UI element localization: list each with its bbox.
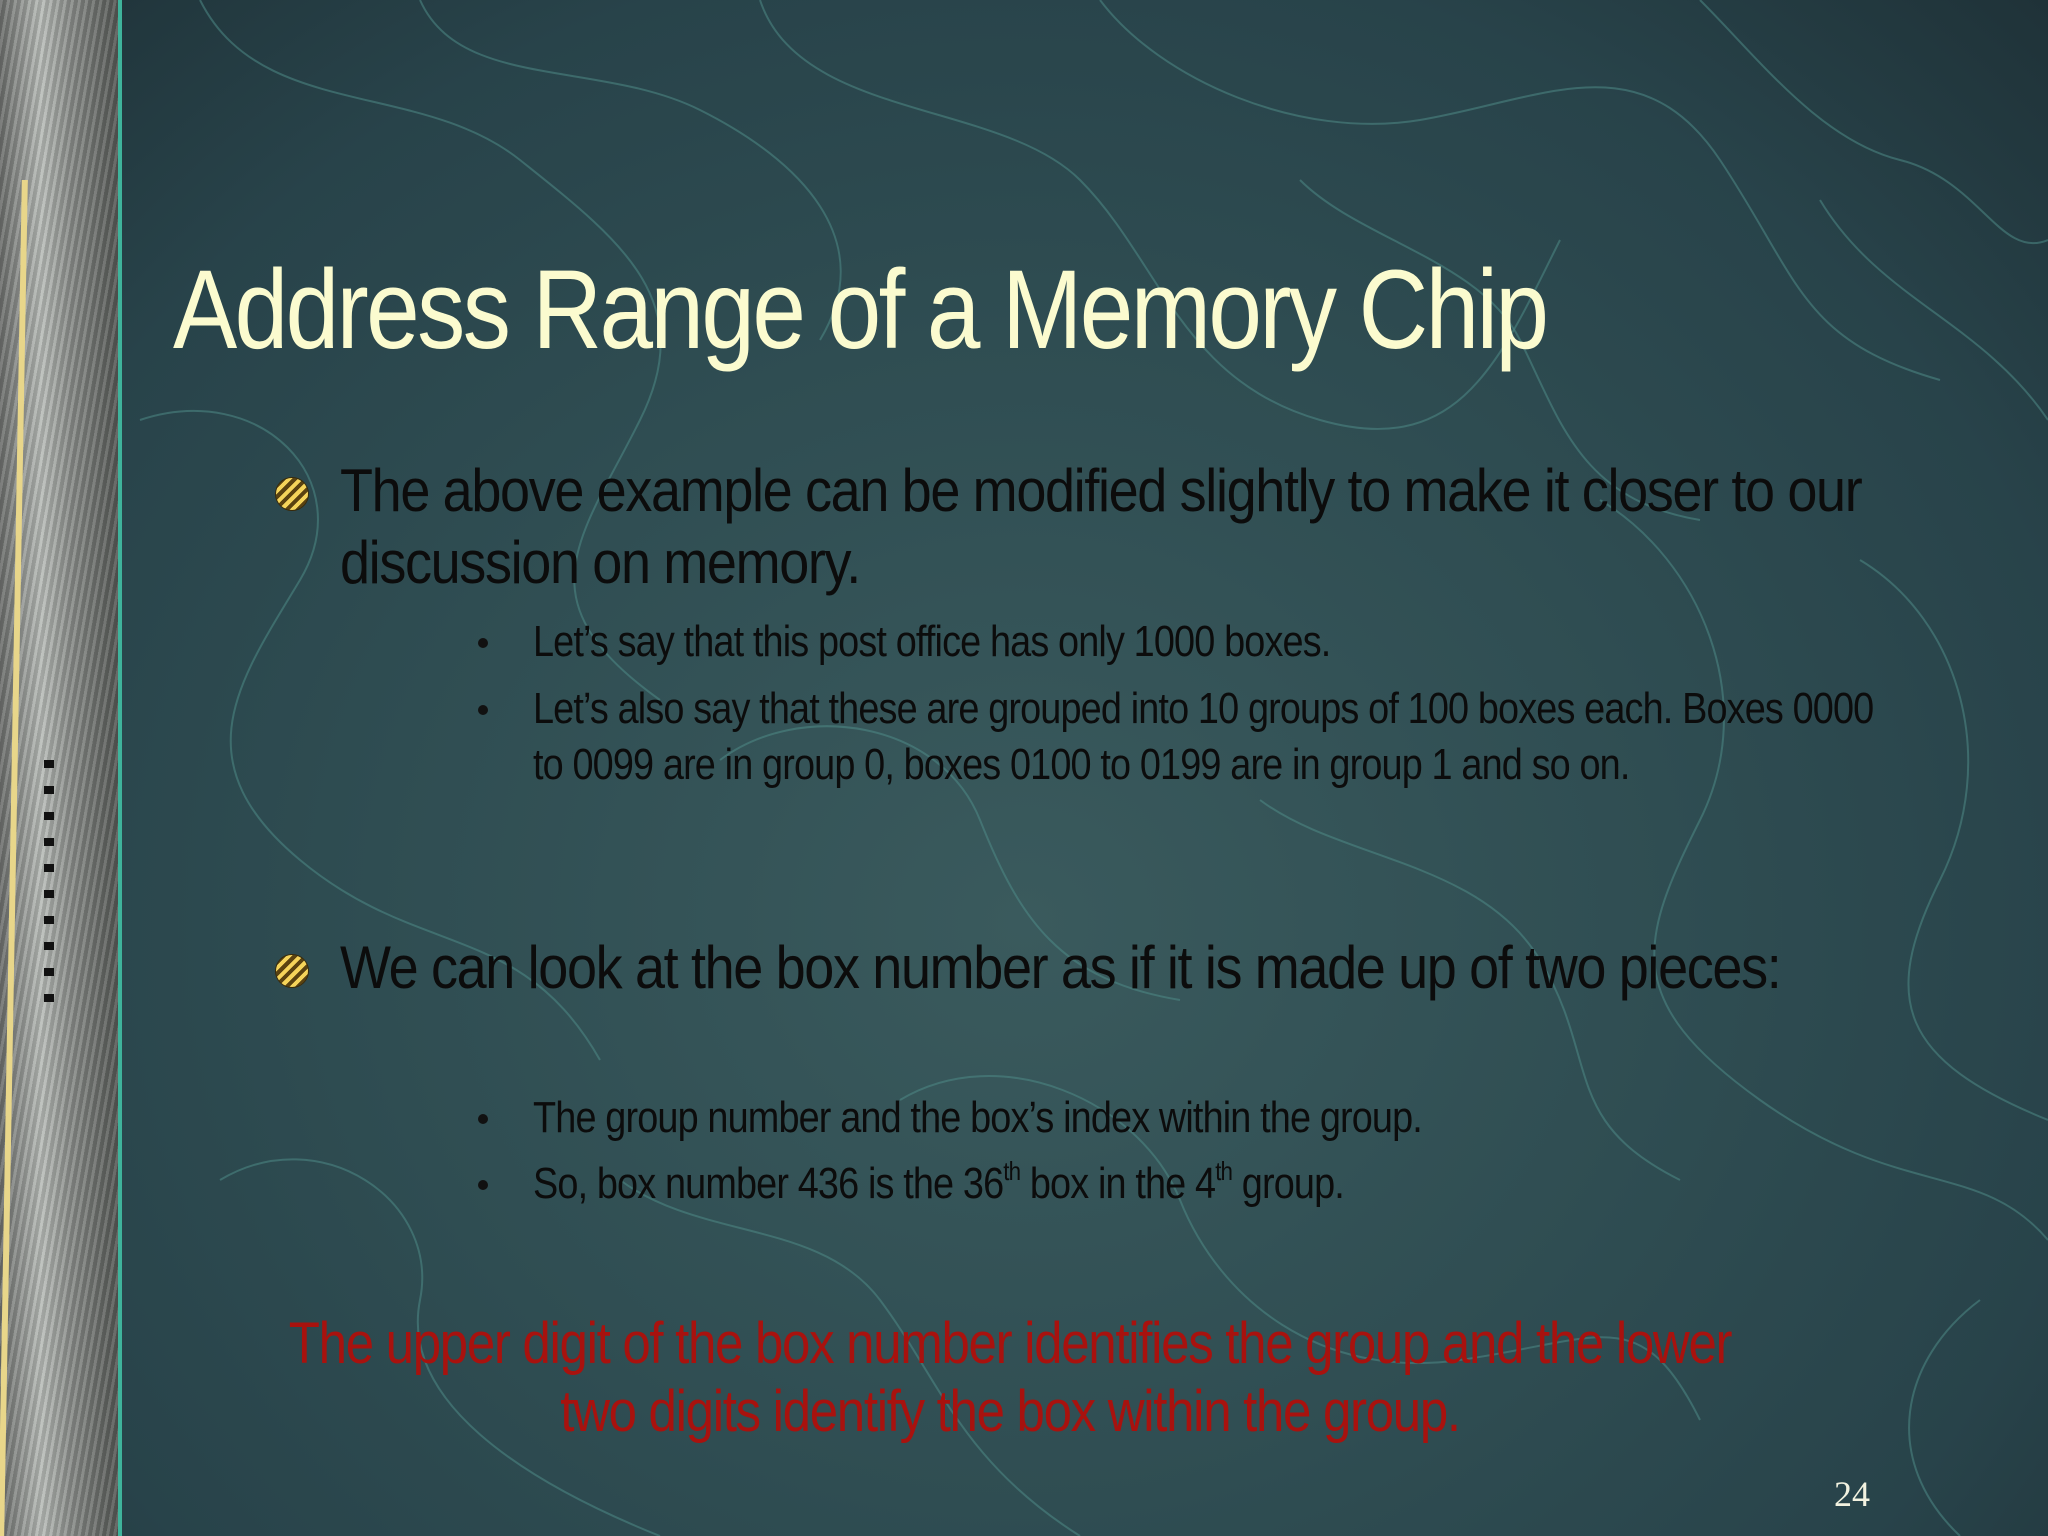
sub-bullet-2-2-text: So, box number 436 is the 36th box in th… xyxy=(533,1156,1880,1212)
sub-bullet-1-2-text: Let’s also say that these are grouped in… xyxy=(533,684,1874,789)
bullet-1: The above example can be modified slight… xyxy=(340,455,1880,599)
bullet-2-text: We can look at the box number as if it i… xyxy=(340,934,1782,1001)
slide-title: Address Range of a Memory Chip xyxy=(173,247,1549,372)
bullet-icon xyxy=(276,478,308,510)
highlight-statement: The upper digit of the box number identi… xyxy=(150,1310,1870,1446)
sub-bullet-2-2-part3: group. xyxy=(1232,1159,1345,1208)
sub-bullet-2-2-part1: So, box number 436 is the 36 xyxy=(533,1159,1004,1208)
page-number: 24 xyxy=(1834,1474,1870,1514)
left-map-strip xyxy=(0,0,122,1536)
bullet-1-text: The above example can be modified slight… xyxy=(340,457,1863,596)
sub-bullet-2-2-part2: box in the 4 xyxy=(1020,1159,1216,1208)
sub-bullet-dot xyxy=(478,1114,488,1124)
bullet-2: We can look at the box number as if it i… xyxy=(340,932,1880,1004)
ordinal-suffix: th xyxy=(1215,1156,1233,1186)
sub-bullet-dot xyxy=(478,1180,488,1190)
sub-bullet-dot xyxy=(478,638,488,648)
sub-bullet-1-2: Let’s also say that these are grouped in… xyxy=(533,681,1883,793)
sub-bullet-2-1-text: The group number and the box’s index wit… xyxy=(533,1093,1423,1142)
sub-bullet-2-1: The group number and the box’s index wit… xyxy=(533,1090,1883,1146)
highlight-text: The upper digit of the box number identi… xyxy=(288,1311,1733,1444)
bullet-icon xyxy=(276,955,308,987)
sub-bullet-1-1-text: Let’s say that this post office has only… xyxy=(533,617,1331,666)
sub-bullet-2-2: So, box number 436 is the 36th box in th… xyxy=(533,1156,1883,1212)
map-dots xyxy=(44,760,54,1020)
ordinal-suffix: th xyxy=(1003,1156,1021,1186)
sub-bullet-1-1: Let’s say that this post office has only… xyxy=(533,614,1883,670)
map-road xyxy=(0,180,28,1536)
sub-bullet-dot xyxy=(478,705,488,715)
